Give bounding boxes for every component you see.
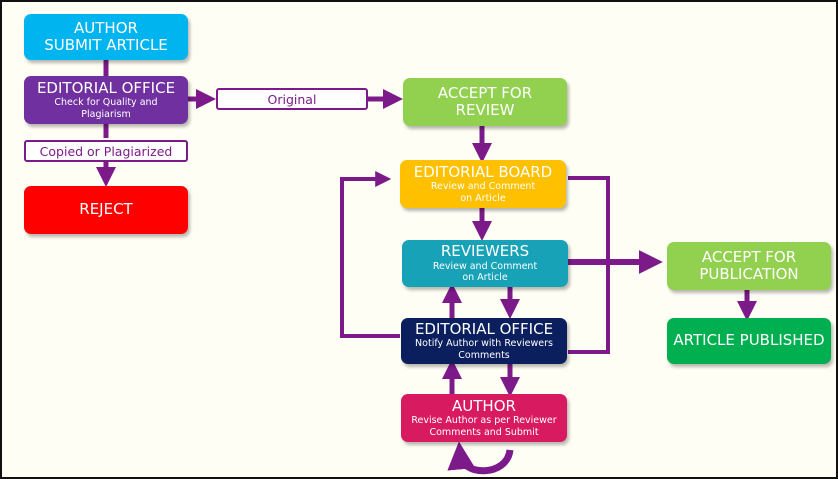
node-title: ARTICLE PUBLISHED bbox=[673, 331, 825, 350]
arrow-loop-to-board bbox=[340, 171, 400, 338]
node-article-published: ARTICLE PUBLISHED bbox=[667, 318, 831, 364]
node-title: EDITORIAL OFFICE bbox=[414, 319, 554, 338]
node-title: ACCEPT FOR bbox=[437, 83, 533, 102]
label-original: Original bbox=[216, 88, 368, 110]
node-subtitle: Revise Author as per Reviewer Comments a… bbox=[411, 415, 557, 438]
node-title: EDITORIAL BOARD bbox=[413, 162, 553, 181]
node-author-revise: AUTHOR Revise Author as per Reviewer Com… bbox=[401, 394, 567, 442]
node-title: ACCEPT FOR bbox=[701, 247, 797, 266]
node-title: EDITORIAL OFFICE bbox=[36, 78, 176, 97]
node-editorial-board: EDITORIAL BOARD Review and Comment on Ar… bbox=[400, 160, 566, 208]
label-copied: Copied or Plagiarized bbox=[24, 140, 188, 162]
node-subtitle: Notify Author with Reviewers Comments bbox=[415, 338, 553, 361]
node-title: REVIEW bbox=[455, 101, 515, 119]
node-editorial-office-notify: EDITORIAL OFFICE Notify Author with Revi… bbox=[401, 318, 567, 364]
node-title: AUTHOR bbox=[452, 396, 516, 415]
node-subtitle: Check for Quality and Plagiarism bbox=[54, 97, 158, 120]
node-subtitle: Review and Comment on Article bbox=[432, 260, 538, 284]
node-accept-review: ACCEPT FOR REVIEW bbox=[403, 78, 567, 126]
node-title: PUBLICATION bbox=[699, 265, 799, 283]
revise-loop-arrow bbox=[447, 441, 514, 475]
node-title: REJECT bbox=[79, 200, 133, 219]
node-author-submit: AUTHOR SUBMIT ARTICLE bbox=[24, 14, 188, 60]
node-title: REVIEWERS bbox=[440, 242, 530, 261]
node-reviewers: REVIEWERS Review and Comment on Article bbox=[402, 240, 568, 287]
node-reject: REJECT bbox=[24, 186, 188, 234]
node-editorial-office-check: EDITORIAL OFFICE Check for Quality and P… bbox=[24, 76, 188, 124]
node-accept-publication: ACCEPT FOR PUBLICATION bbox=[667, 242, 831, 290]
node-title: SUBMIT ARTICLE bbox=[44, 36, 168, 54]
node-subtitle: Review and Comment on Article bbox=[430, 181, 536, 204]
node-title: AUTHOR bbox=[74, 18, 138, 37]
